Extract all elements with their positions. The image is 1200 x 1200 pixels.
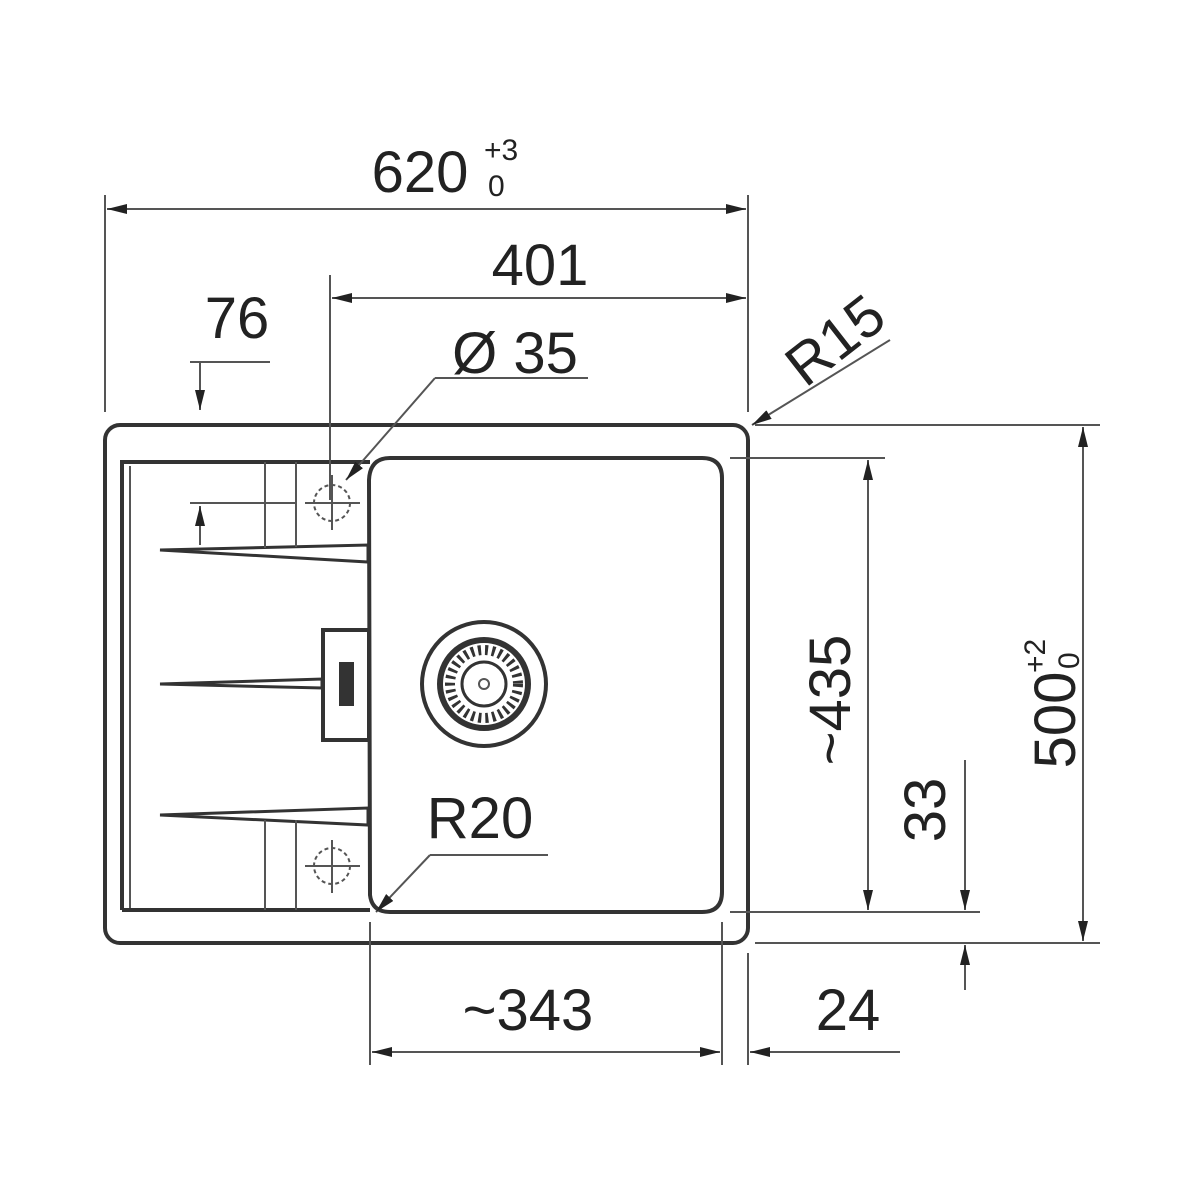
dim-label: 401 xyxy=(492,233,589,298)
dimension-overall-depth: 500 +2 0 xyxy=(755,424,1100,944)
drain-strainer-icon xyxy=(420,620,548,748)
dim-label: ~343 xyxy=(463,978,594,1043)
dimension-side-margin: 24 xyxy=(747,953,900,1065)
dimension-bowl-radius: R20 xyxy=(375,786,548,913)
bowl-outline xyxy=(366,456,724,914)
overflow-slot-icon xyxy=(321,628,371,742)
tap-hole-icon xyxy=(305,475,360,530)
dimension-overall-width: 620 +3 0 xyxy=(104,134,749,412)
dimension-tap-hole-offset: 76 xyxy=(190,286,295,545)
dimension-bowl-width: ~343 xyxy=(369,922,723,1065)
tol-upper: +3 xyxy=(484,134,518,167)
dimension-outer-radius: R15 xyxy=(751,282,897,426)
sink-outline xyxy=(103,423,750,945)
dim-label: 24 xyxy=(816,978,881,1043)
dim-label: 620 xyxy=(372,140,469,205)
dim-label: 500 xyxy=(1023,672,1088,769)
tol-lower: 0 xyxy=(1053,652,1086,669)
dimension-bowl-offset: 401 xyxy=(329,233,746,500)
tol-lower: 0 xyxy=(488,170,505,203)
dimension-bottom-margin: 33 xyxy=(893,760,970,990)
dim-label: R15 xyxy=(773,282,897,399)
drainer-ribs xyxy=(159,462,370,910)
dim-label: ~435 xyxy=(798,635,863,766)
tol-upper: +2 xyxy=(1019,639,1052,673)
tap-hole-icon xyxy=(305,840,360,893)
dimension-tap-hole-diameter: Ø 35 xyxy=(345,321,588,481)
dim-label: Ø 35 xyxy=(452,321,578,386)
dimension-bowl-length: ~435 xyxy=(730,457,980,913)
dim-label: 33 xyxy=(893,778,958,843)
dim-label: 76 xyxy=(205,286,270,351)
dim-label: R20 xyxy=(427,786,533,851)
